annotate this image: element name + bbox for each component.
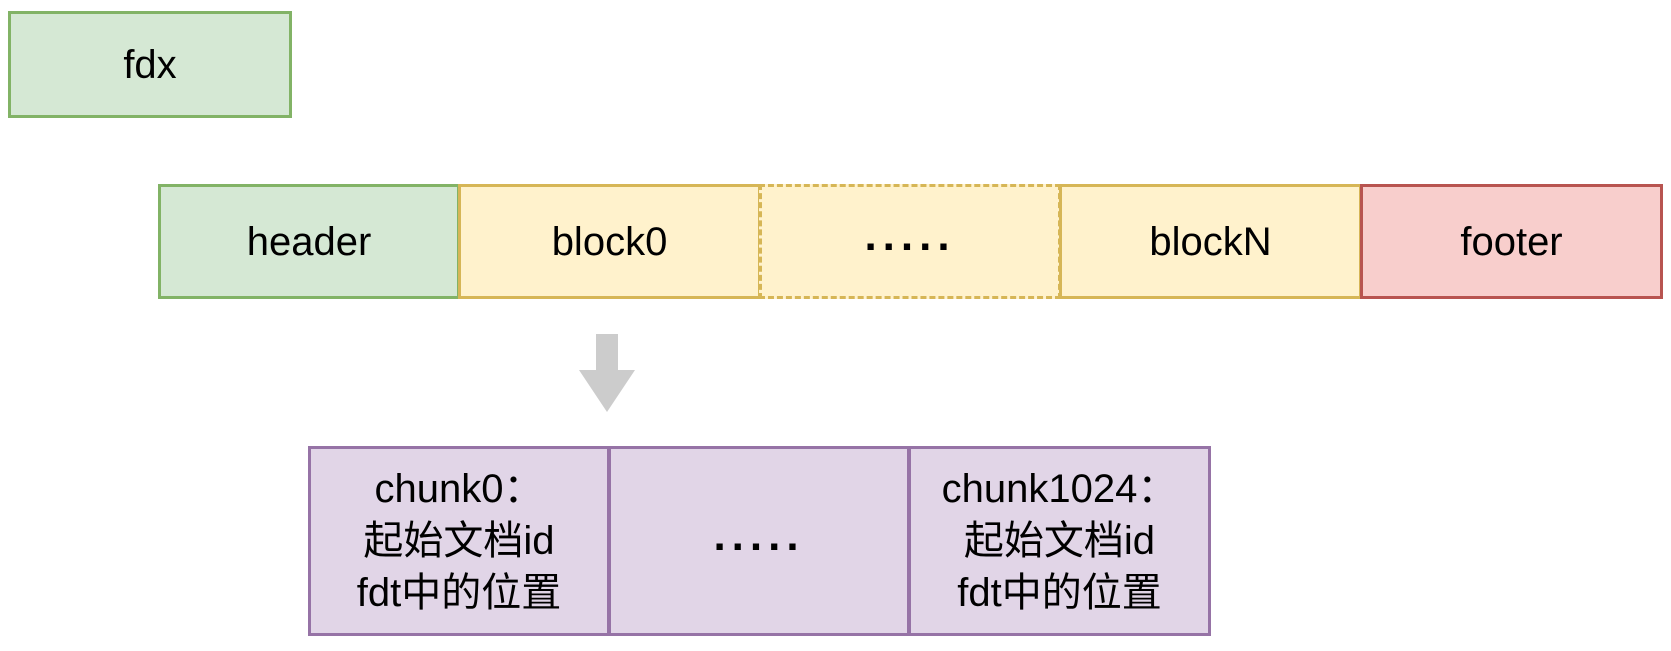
chunk-ellipsis-label: ..... xyxy=(713,510,805,560)
header-segment: header xyxy=(158,184,460,299)
chunk0-line1: 起始文档id xyxy=(363,519,555,563)
chunk1024-title: chunk1024： xyxy=(941,467,1178,511)
blockN-segment: blockN xyxy=(1059,184,1362,299)
fdx-box: fdx xyxy=(8,11,292,118)
footer-segment: footer xyxy=(1360,184,1663,299)
block0-segment: block0 xyxy=(458,184,761,299)
chunk-ellipsis-box: ..... xyxy=(608,446,910,636)
ellipsis-label: ..... xyxy=(864,211,956,261)
block0-label: block0 xyxy=(551,219,668,264)
fdx-label: fdx xyxy=(123,42,177,87)
ellipsis-segment: ..... xyxy=(759,184,1061,299)
footer-label: footer xyxy=(1460,219,1563,264)
chunk0-line2: fdt中的位置 xyxy=(356,571,562,615)
chunk0-box: chunk0： 起始文档id fdt中的位置 xyxy=(308,446,610,636)
chunk1024-line2: fdt中的位置 xyxy=(957,571,1162,615)
chunk1024-line1: 起始文档id xyxy=(963,519,1156,563)
blockN-label: blockN xyxy=(1149,219,1272,264)
chunk0-title: chunk0： xyxy=(374,467,544,511)
chunk1024-box: chunk1024： 起始文档id fdt中的位置 xyxy=(908,446,1211,636)
header-label: header xyxy=(246,219,372,264)
down-arrow-icon xyxy=(579,334,635,412)
